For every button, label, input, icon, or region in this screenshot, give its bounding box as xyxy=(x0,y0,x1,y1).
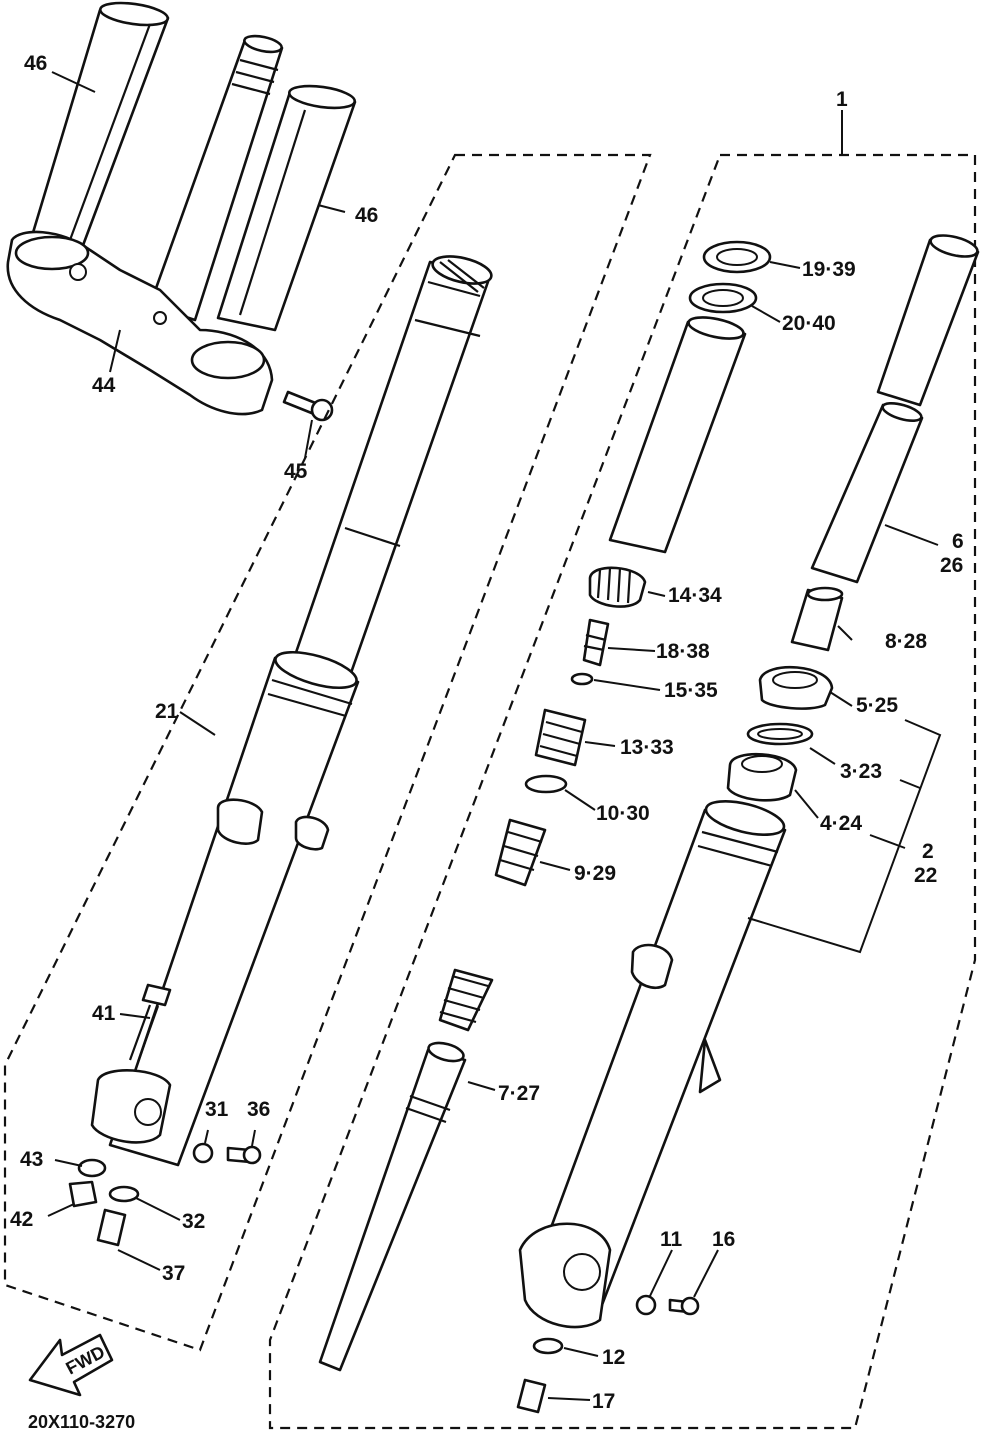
label-45: 45 xyxy=(284,460,308,483)
label-37: 37 xyxy=(162,1262,185,1285)
label-5-25: 5·25 xyxy=(856,694,898,717)
label-13-33: 13·33 xyxy=(620,736,674,759)
small-parts-11-16 xyxy=(635,1294,700,1316)
label-31: 31 xyxy=(205,1098,229,1121)
leader-lines xyxy=(47,71,942,1401)
seal-4 xyxy=(726,752,798,802)
seal-5 xyxy=(758,665,834,710)
label-15-35: 15·35 xyxy=(664,679,718,702)
small-parts-31-36 xyxy=(192,1142,262,1165)
bolt-41 xyxy=(128,983,172,1063)
label-9-29: 9·29 xyxy=(574,862,616,885)
label-42: 42 xyxy=(10,1208,33,1231)
fork-cover-right xyxy=(216,84,357,332)
seal-20 xyxy=(688,282,758,314)
label-10-30: 10·30 xyxy=(596,802,650,825)
label-7-27: 7·27 xyxy=(498,1082,540,1105)
label-11: 11 xyxy=(660,1228,683,1251)
fork-assembly-1-boundary xyxy=(268,153,977,1430)
ring-15 xyxy=(570,672,594,686)
fwd-arrow-icon: FWD xyxy=(28,1333,114,1397)
inner-tube-21 xyxy=(288,255,493,692)
label-32: 32 xyxy=(182,1210,205,1233)
label-26: 26 xyxy=(940,554,963,577)
label-21: 21 xyxy=(155,700,179,723)
clip-3 xyxy=(746,722,814,746)
label-1: 1 xyxy=(836,88,848,111)
damper-rod-7 xyxy=(318,1041,467,1372)
label-17: 17 xyxy=(592,1390,615,1413)
label-22: 22 xyxy=(914,864,937,887)
bolt-45 xyxy=(282,390,334,422)
label-4-24: 4·24 xyxy=(820,812,862,835)
outer-tube-right xyxy=(518,800,787,1329)
fork-cover-left xyxy=(30,1,170,250)
damper-spring-lower xyxy=(438,968,494,1032)
label-43: 43 xyxy=(20,1148,43,1171)
fork-tube-upper-right xyxy=(876,234,980,407)
rebound-spring-9 xyxy=(494,818,547,887)
label-41: 41 xyxy=(92,1002,116,1025)
label-3-23: 3·23 xyxy=(840,760,882,783)
valve-18 xyxy=(582,618,610,667)
washer-12-bolt-17 xyxy=(516,1337,564,1414)
label-46-a: 46 xyxy=(24,52,47,75)
label-12: 12 xyxy=(602,1346,625,1369)
label-8-28: 8·28 xyxy=(885,630,927,653)
label-2: 2 xyxy=(922,840,934,863)
label-19-39: 19·39 xyxy=(802,258,856,281)
label-44: 44 xyxy=(92,374,116,397)
fork-assembly-21-boundary xyxy=(3,153,652,1352)
label-6: 6 xyxy=(952,530,964,553)
label-18-38: 18·38 xyxy=(656,640,710,663)
label-16: 16 xyxy=(712,1228,735,1251)
drawing-code: 20X110-3270 xyxy=(28,1412,135,1432)
piston-8 xyxy=(790,586,844,652)
label-46-b: 46 xyxy=(355,204,378,227)
label-14-34: 14·34 xyxy=(668,584,722,607)
fork-tube-6 xyxy=(810,402,924,584)
part-labels: 46 46 44 45 21 41 31 36 43 42 32 37 1 19… xyxy=(10,52,964,1432)
oil-seal-19 xyxy=(702,240,772,274)
outer-tube-21 xyxy=(90,650,360,1167)
small-parts-42-43-32-37 xyxy=(68,1158,140,1247)
steering-shaft xyxy=(148,34,284,322)
o-ring-10 xyxy=(524,774,568,794)
label-36: 36 xyxy=(247,1098,270,1121)
lower-bracket xyxy=(6,230,274,416)
fork-tube-19-20-inner xyxy=(608,316,747,554)
cap-14 xyxy=(588,566,647,608)
seat-13 xyxy=(534,708,587,767)
label-20-40: 20·40 xyxy=(782,312,836,335)
